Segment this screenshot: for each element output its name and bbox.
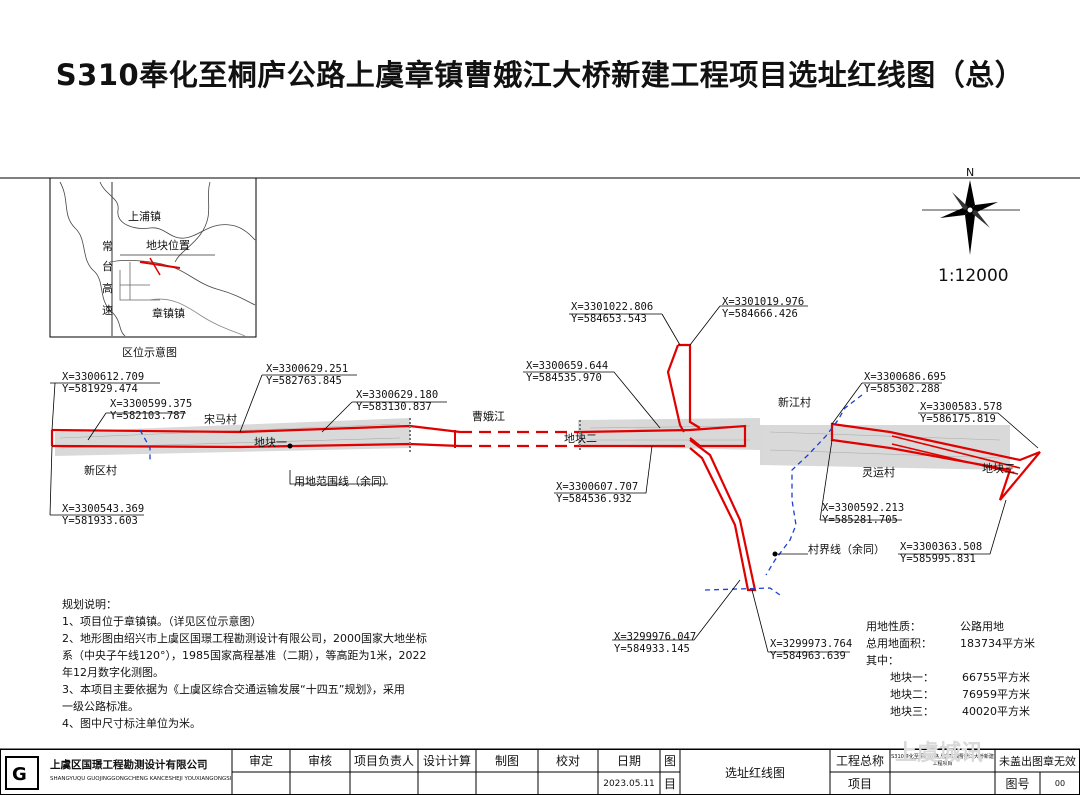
- land-stats-labels: 用地性质： 总用地面积： 其中：: [866, 620, 932, 667]
- label-xinjiang: 新江村: [778, 396, 811, 409]
- inset-highway-1: 常: [102, 240, 113, 253]
- land-stats-values: 公路用地 183734平方米: [960, 620, 1035, 650]
- tb-sheet-label: 图号: [1005, 777, 1030, 791]
- inset-parcel-label: 地块位置: [146, 239, 190, 252]
- label-lingyun: 灵运村: [862, 466, 895, 479]
- tb-mu: 目: [663, 777, 676, 791]
- tb-tu: 图: [663, 754, 676, 768]
- tb-project-label: 工程总称: [835, 754, 884, 768]
- company-name-en: SHANGYUQU GUOJINGGONGCHENG KANCESHEJI YO…: [50, 776, 232, 782]
- inset-town-zhangzhen: 章镇镇: [152, 307, 185, 320]
- label-songma: 宋马村: [204, 413, 237, 426]
- label-xinqu: 新区村: [84, 464, 117, 477]
- tb-date-value: 2023.05.11: [603, 778, 655, 789]
- parcel-stats-values: 66755平方米 76959平方米 40020平方米: [962, 671, 1030, 718]
- page-title: S310奉化至桐庐公路上虞章镇曹娥江大桥新建工程项目选址红线图（总）: [55, 58, 1025, 92]
- tb-header-leader: 项目负责人: [353, 754, 414, 768]
- tb-drawing-name: 选址红线图: [724, 765, 785, 780]
- svg-text:G: G: [12, 764, 27, 785]
- watermark: 上虞城讯: [895, 741, 984, 766]
- scale-label: 1:12000: [938, 266, 1009, 286]
- tb-header-shenhe: 审核: [307, 754, 332, 768]
- label-village-line: 村界线（余同）: [808, 543, 885, 556]
- north-arrow-icon: [922, 180, 1020, 255]
- inset-caption: 区位示意图: [122, 346, 177, 359]
- parcel-stats-labels: 地块一： 地块二： 地块三：: [890, 671, 934, 718]
- label-parcel2: 地块二: [564, 432, 597, 445]
- village-boundary: [139, 394, 863, 596]
- tb-header-drafting: 制图: [494, 754, 519, 768]
- label-parcel1: 地块一: [254, 436, 287, 449]
- inset-highway-4: 速: [102, 304, 113, 317]
- company-name: 上虞区国璟工程勘测设计有限公司: [50, 759, 208, 771]
- tb-header-check: 校对: [555, 754, 580, 768]
- inset-highway-3: 高: [102, 282, 113, 295]
- label-parcel3: 地块三: [982, 462, 1015, 475]
- planning-notes: 规划说明： 1、项目位于章镇镇。（详见区位示意图） 2、地形图由绍兴市上虞区国璟…: [62, 598, 427, 730]
- tb-date-label: 日期: [616, 754, 641, 768]
- tb-item-label: 项目: [847, 777, 872, 791]
- label-land-line: 用地范围线（余同）: [294, 475, 393, 488]
- inset-map: [49, 177, 257, 338]
- tb-stamp-note: 未盖出图章无效: [999, 754, 1076, 768]
- tb-header-design: 设计计算: [422, 754, 471, 768]
- north-label: N: [966, 166, 975, 179]
- title-block: G: [0, 749, 1080, 795]
- label-river: 曹娥江: [472, 410, 505, 423]
- inset-town-shangpu: 上浦镇: [128, 210, 161, 223]
- inset-highway-2: 台: [102, 260, 113, 273]
- tb-header-shending: 审定: [248, 754, 273, 768]
- tb-sheet-value: 00: [1054, 779, 1066, 788]
- tb-project-value: S310奉化至桐庐公路上虞章镇曹娥江大桥新建工程项目: [891, 753, 994, 767]
